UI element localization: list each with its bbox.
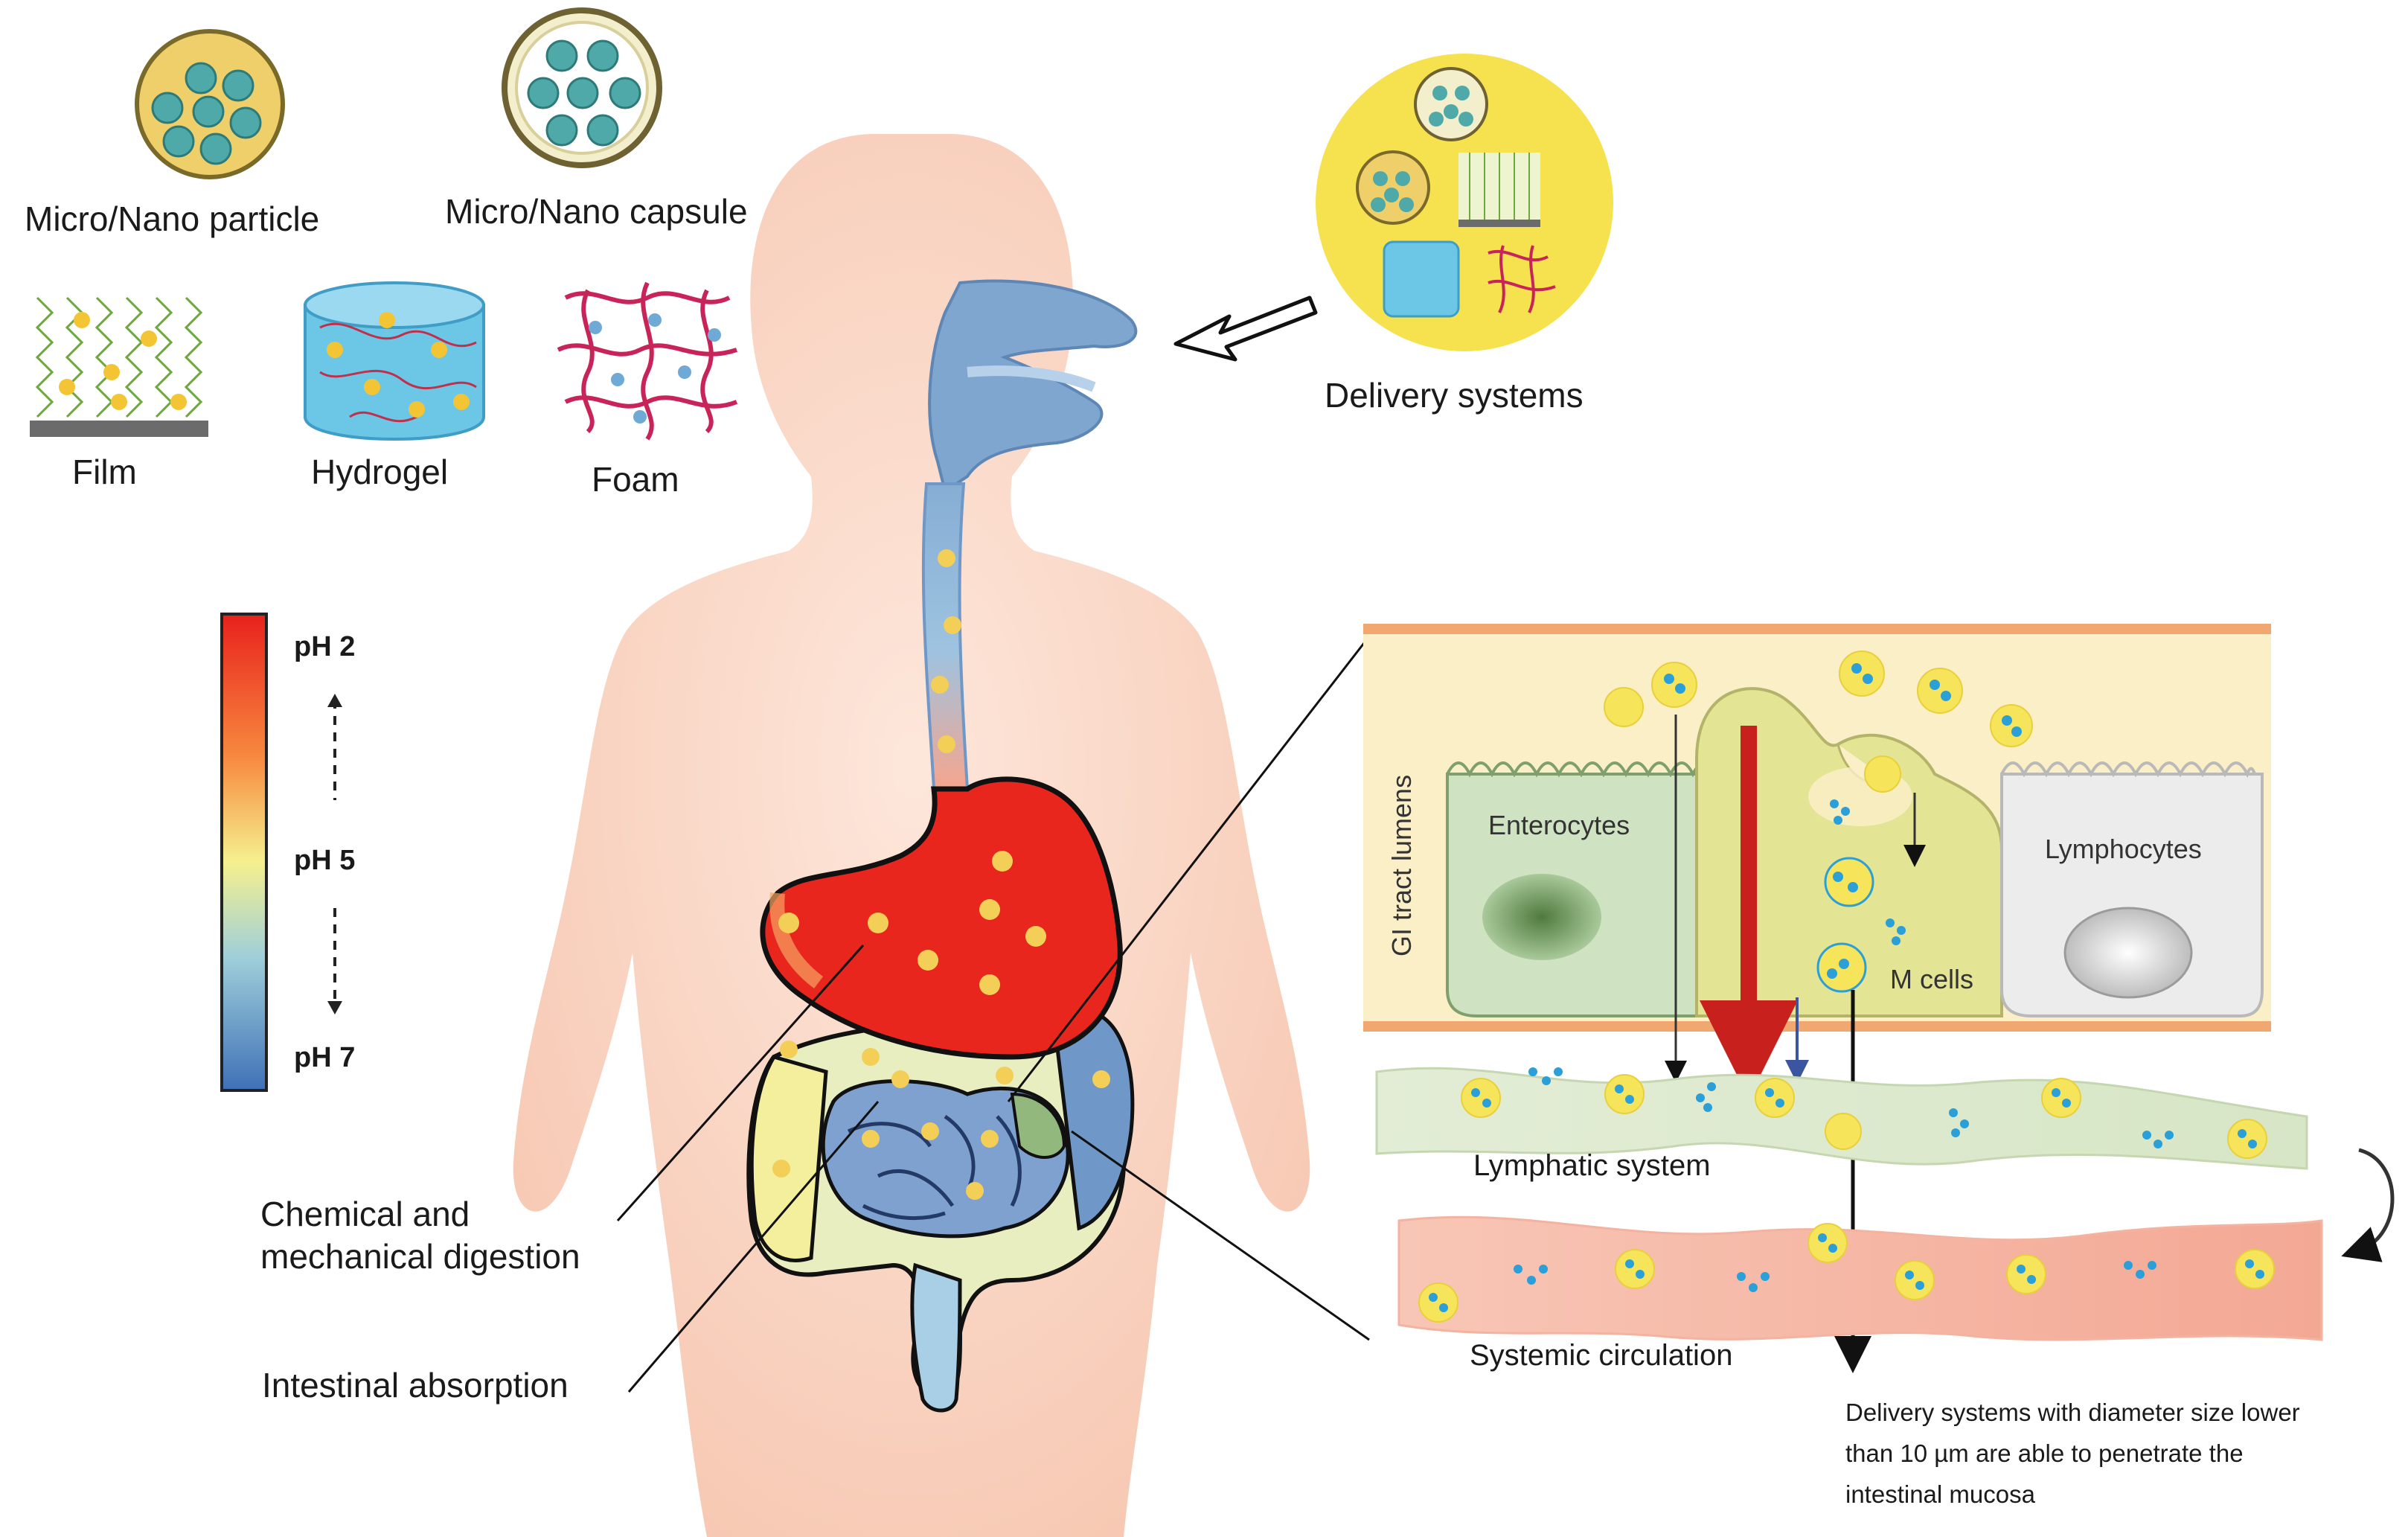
particle-icon [135,29,285,179]
ph-bottom-label: pH 7 [294,1042,356,1073]
capsule-label: Micro/Nano capsule [445,192,748,231]
absorption-label: Intestinal absorption [262,1366,569,1405]
film-label: Film [72,453,137,491]
callout-lines [616,636,1371,1393]
oral-cavity [928,279,1138,494]
hydrogel-label: Hydrogel [311,453,449,491]
enterocytes-label: Enterocytes [1488,810,1630,840]
systemic-band [1397,1215,2323,1341]
ph-top-label: pH 2 [294,631,356,662]
lymphocytes-label: Lymphocytes [2045,834,2202,864]
intestinal-inset [1363,624,2271,1373]
foam-label: Foam [592,460,679,499]
digestion-label-line1: Chemical and [260,1195,470,1233]
particle-label: Micro/Nano particle [25,199,320,238]
ph-scale-bar [220,613,268,1092]
ph-middle-label: pH 5 [294,845,356,876]
gi-lumen-label: GI tract lumens [1386,774,1417,956]
intestines [746,1000,1135,1413]
hollow-arrow [1173,295,1318,362]
hydrogel-icon [304,281,485,441]
lymphatic-label: Lymphatic system [1473,1149,1711,1182]
delivery-systems-label: Delivery systems [1325,376,1584,415]
systemic-label: Systemic circulation [1470,1339,1733,1372]
lymphatic-band [1375,1067,2308,1170]
delivery-systems-circle [1316,54,1613,351]
esophagus-particles [931,549,961,753]
film-icon [30,296,208,437]
curved-arrow [2341,1148,2395,1262]
m-cells-label: M cells [1890,964,1974,994]
capsule-icon [502,7,662,168]
foam-icon [557,281,738,441]
mucosa-note: Delivery systems with diameter size lowe… [1845,1399,2300,1508]
stomach [760,776,1123,1060]
digestion-label-line2: mechanical digestion [260,1237,580,1276]
